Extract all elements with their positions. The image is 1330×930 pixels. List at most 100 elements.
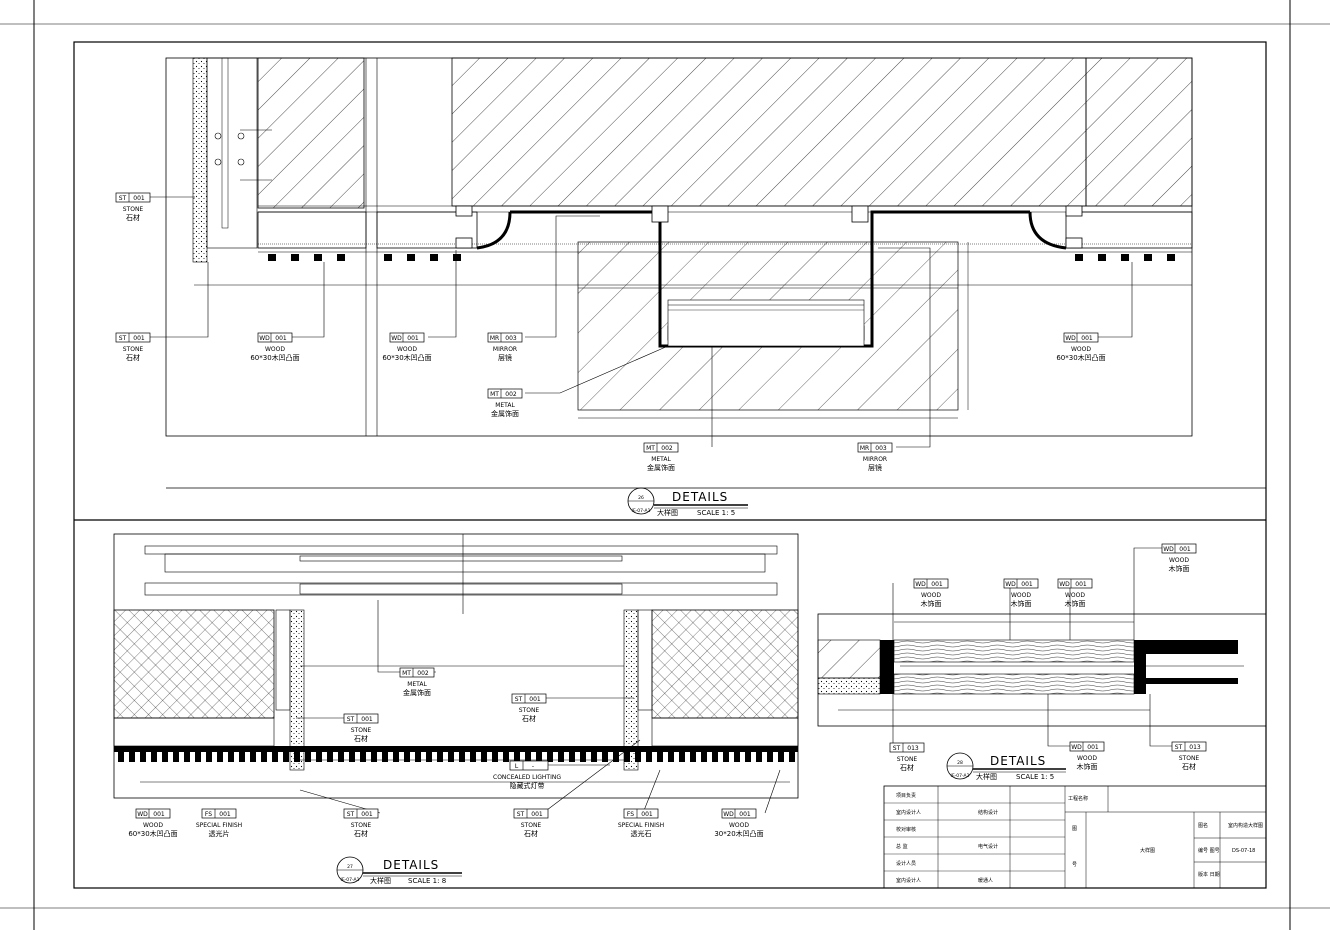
callout-code: WD <box>1163 546 1174 553</box>
callout-cn: 金属饰面 <box>491 409 519 418</box>
callout-cn: 60*30木凹凸面 <box>1056 353 1105 362</box>
floor-slat <box>305 752 311 762</box>
tb-mid: 电气设计 <box>978 843 998 850</box>
title-block: 项目负责 室内设计人 校对审核 总 监 设计人员 室内设计人 结构设计 电气设计… <box>883 785 1267 889</box>
tb-row: 室内设计人 <box>896 809 921 816</box>
callout-en: METAL <box>651 456 671 463</box>
floor-slat <box>404 752 410 762</box>
floor-slat <box>437 752 443 762</box>
callout-code: WD <box>915 581 926 588</box>
callout-cn: 石材 <box>1182 762 1196 771</box>
callout-cn: 木饰面 <box>1011 599 1032 608</box>
callout-code: FS <box>627 811 634 818</box>
floor-slat <box>250 752 256 762</box>
floor-slat <box>580 752 586 762</box>
detail-title: DETAILS <box>383 858 439 872</box>
callout-cn: 石材 <box>522 714 536 723</box>
callout-en: WOOD <box>1011 592 1031 599</box>
callout-cn: 木饰面 <box>1169 564 1190 573</box>
tb-row: 校对审核 <box>896 826 916 833</box>
detail-cn: 大样图 <box>657 508 678 517</box>
floor-slat <box>470 752 476 762</box>
callout-number: 001 <box>1081 335 1093 342</box>
tb-project: 工程名称 <box>1068 795 1088 802</box>
callout-en: STONE <box>351 822 372 829</box>
callout-code: ST <box>1175 744 1183 751</box>
floor-slat <box>272 752 278 762</box>
floor-slat <box>646 752 652 762</box>
callout-code: L <box>515 763 519 770</box>
floor-slat <box>613 752 619 762</box>
callout-en: STONE <box>123 346 144 353</box>
floor-slat <box>547 752 553 762</box>
callout-en: SPECIAL FINISH <box>196 822 242 829</box>
detail-scale: SCALE 1: 8 <box>408 877 446 885</box>
detail-ref: IE-07-A2 <box>951 773 970 779</box>
floor-slat <box>206 752 212 762</box>
detail-cn: 大样图 <box>976 772 997 781</box>
detail-28-drawing <box>817 613 1267 727</box>
detail-ref: IE-07-A1 <box>632 508 651 514</box>
floor-slat <box>129 752 135 762</box>
tb-row: 设计人员 <box>896 860 916 867</box>
floor-slat <box>261 752 267 762</box>
floor-slat <box>393 752 399 762</box>
callout-en: WOOD <box>921 592 941 599</box>
callout-code: WD <box>259 335 270 342</box>
callout-number: 002 <box>661 445 673 452</box>
floor-slat <box>184 752 190 762</box>
callout-code: ST <box>893 745 901 752</box>
floor-slat <box>459 752 465 762</box>
callout-en: WOOD <box>265 346 285 353</box>
floor-slat <box>602 752 608 762</box>
callout-cn: 60*30木凹凸面 <box>250 353 299 362</box>
callout-cn: 30*20木凹凸面 <box>714 829 763 838</box>
floor-slat <box>514 752 520 762</box>
callout-en: MIRROR <box>493 346 517 353</box>
callout-en: STONE <box>897 756 918 763</box>
callout-en: STONE <box>123 206 144 213</box>
detail-title-27: 27 IE-07-A1 DETAILS 大样图 SCALE 1: 8 <box>336 856 462 885</box>
callout-cn: 金属饰面 <box>647 463 675 472</box>
callout-en: METAL <box>407 681 427 688</box>
tb-mid: 结构设计 <box>978 809 998 816</box>
callout-code: WD <box>1065 335 1076 342</box>
detail-ref: IE-07-A1 <box>341 877 360 883</box>
callout-cn: 透光片 <box>209 829 230 838</box>
callout-number: - <box>532 763 534 770</box>
floor-slat <box>195 752 201 762</box>
floor-slat <box>481 752 487 762</box>
callout-code: ST <box>119 335 127 342</box>
floor-slat <box>624 752 630 762</box>
floor-slat <box>316 752 322 762</box>
callout-number: 001 <box>153 811 165 818</box>
callout-cn: 石材 <box>354 829 368 838</box>
tb-val: 室内构造大样图 <box>1228 822 1263 829</box>
callout-code: WD <box>137 811 148 818</box>
callout-number: 001 <box>1021 581 1033 588</box>
floor-slat <box>448 752 454 762</box>
floor-slat <box>712 752 718 762</box>
tb-key: 图名 <box>1198 822 1208 829</box>
floor-slat <box>382 752 388 762</box>
detail-number: 26 <box>638 495 644 501</box>
callout-number: 001 <box>529 696 541 703</box>
callout-number: 001 <box>275 335 287 342</box>
callout-number: 001 <box>133 195 145 202</box>
callout-number: 001 <box>1179 546 1191 553</box>
tb-val: DS-07-18 <box>1232 848 1255 854</box>
